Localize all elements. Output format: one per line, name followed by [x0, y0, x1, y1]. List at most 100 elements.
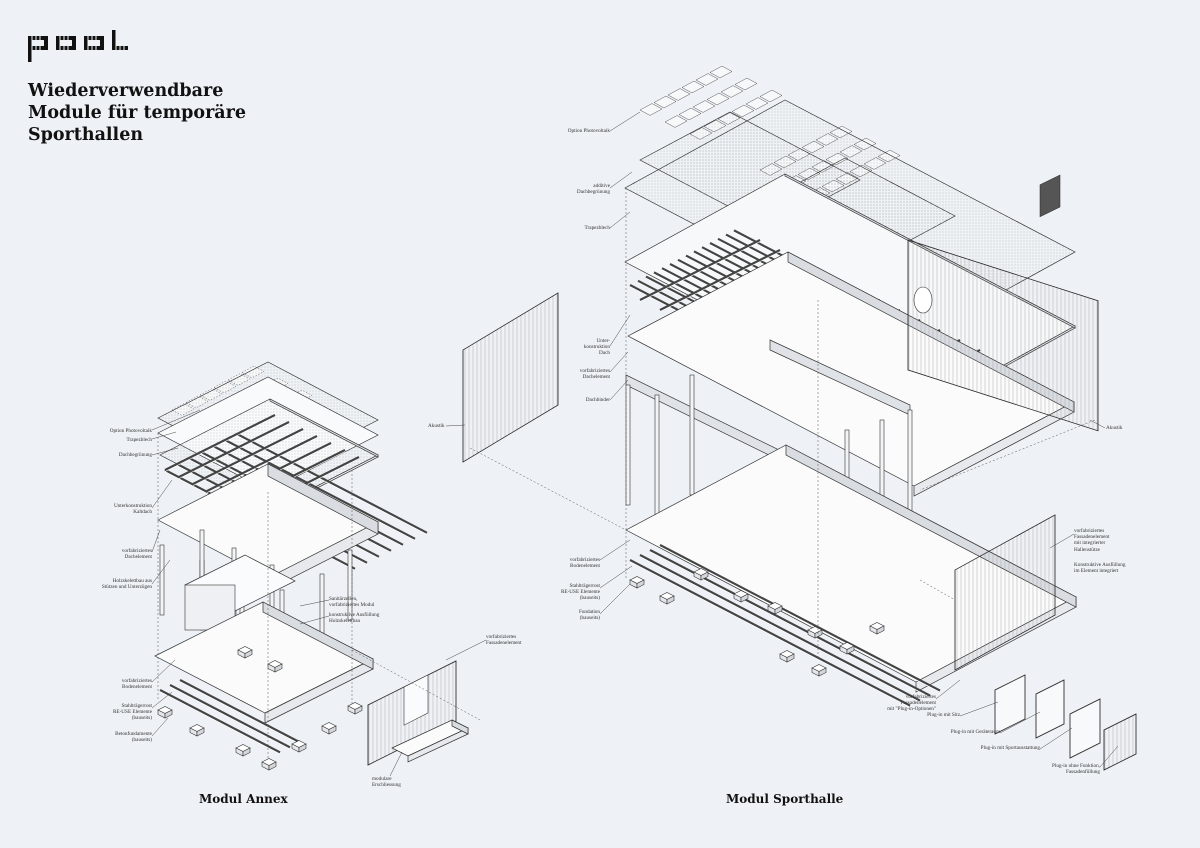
annex-leader-pv — [151, 409, 201, 431]
annex-foot-7-r — [244, 649, 253, 659]
halle-foot-6-r — [846, 645, 855, 655]
halle-post-1 — [654, 394, 660, 516]
annex-label-fassadenelement: vorfabriziertes Fassadenelement — [486, 634, 522, 647]
halle-label-bodenelement: vorfabriziertes Bodenelement — [569, 557, 600, 570]
halle-steel-hl-3 — [659, 546, 941, 693]
page-title: Wiederverwendbare Module für temporäre S… — [28, 80, 328, 146]
halle-plugin-ohne-outline — [1103, 713, 1137, 771]
annex-leader-boden — [151, 659, 176, 683]
halle-label-plugin-ohne: Plug-in ohne Funktion, Fassadenfüllung — [1052, 763, 1100, 776]
halle-label-photovoltaik: Option Photovoltaik — [567, 128, 610, 134]
annex-leader-uk — [151, 479, 173, 509]
halle-pv-a-5 — [709, 65, 733, 79]
annex-label-betonfundamente: Betonfundamente (bauseits) — [115, 731, 152, 744]
halle-pv-a-1 — [653, 95, 677, 109]
halle-steel-hl-1 — [639, 556, 921, 703]
halle-plugin-geraet-outline — [1035, 679, 1065, 739]
halle-plugin-ohne — [1103, 713, 1137, 771]
annex-facade-window — [403, 674, 429, 726]
halle-foot-4-r — [774, 605, 783, 615]
halle-post-2 — [689, 374, 695, 496]
annex-beam-y-0 — [164, 414, 276, 471]
halle-label-konstruktive-ausfuellung: Konstruktive Ausfüllung im Element integ… — [1074, 562, 1126, 575]
halle-leader-fund — [599, 583, 631, 615]
halle-leader-stahl — [599, 565, 633, 589]
halle-guide-akustik-r — [919, 419, 1096, 491]
annex-label-unterkonstruktion: Unterkonstruktion Kaltdach — [113, 503, 152, 516]
halle-akustik-window — [913, 286, 933, 314]
halle-label-unterkonstruktion: Unter- konstruktion Dach — [583, 338, 610, 357]
annex-beam-y-hl-1 — [178, 423, 290, 479]
annex-beam-y-2 — [192, 428, 304, 485]
halle-pv-b-2 — [692, 100, 716, 113]
halle-post-0 — [625, 384, 631, 506]
annex-label-holzskelettbau: Holzskelettbau aus Stützen und Unterzüge… — [101, 578, 152, 591]
halle-pv-a-2 — [667, 88, 691, 101]
annex-leader-green — [151, 447, 179, 456]
annex-steel-hl-2 — [179, 681, 301, 745]
halle-pv-a-4 — [695, 73, 719, 86]
title-line-2: Module für temporäre — [28, 103, 246, 123]
annex-leader-dach — [151, 529, 161, 553]
halle-pv-b-5 — [734, 77, 758, 91]
halle-steel-hl-0 — [629, 561, 911, 708]
title-line-1: Wiederverwendbare — [28, 81, 224, 101]
annex-leader-ersch — [389, 751, 403, 777]
halle-label-akustik-links: Akustik — [428, 423, 445, 429]
annex-beam-x-5 — [224, 439, 416, 540]
annex-beam-y-hl-2 — [192, 430, 304, 486]
annex-label-sanitaermodul: Sanitärzellen, vorfabriziertes Modul — [329, 596, 375, 609]
annex-steel-hl-0 — [159, 691, 281, 755]
halle-label-fassade-plugin: vorfabriziertes Fassadenelement mit "Plu… — [887, 694, 936, 713]
halle-guide-fassade — [919, 579, 956, 601]
annex-foot-5-r — [328, 725, 337, 735]
halle-label-fundation: Fundation (bauseits) — [578, 609, 600, 622]
halle-leader-fassade-plug — [935, 679, 961, 700]
halle-guide-akustik-l — [469, 447, 627, 531]
annex-dachelement-side-b — [267, 463, 379, 535]
caption-modul-annex: Modul Annex — [199, 792, 288, 806]
halle-plugin-sport-outline — [1069, 698, 1101, 759]
annex-leader-fassade — [445, 639, 487, 661]
halle-foot-7-r — [876, 625, 885, 635]
halle-leader-dach — [609, 351, 629, 373]
halle-leader-uk — [609, 314, 631, 347]
halle-leader-fassade-int — [1049, 533, 1075, 549]
annex-label-dachbegruenung: Dachbegrünung — [118, 452, 152, 458]
halle-leader-ohne — [1099, 745, 1119, 768]
annex-steel-0 — [159, 689, 281, 754]
halle-leader-boden — [599, 539, 631, 561]
halle-leader-green — [609, 171, 633, 189]
annex-leader-beton — [151, 717, 169, 737]
halle-label-dachbegruenung: additive Dachbegrünung — [576, 183, 610, 196]
halle-beam-b-0 — [639, 239, 761, 301]
annex-steel-2 — [179, 679, 301, 744]
annex-foot-6-r — [354, 705, 363, 715]
halle-label-stahltraeger: Stahlträgerrost RE-USE Elemente (bauseit… — [560, 583, 600, 602]
annex-post-0 — [159, 544, 165, 616]
halle-pv-b-3 — [706, 92, 730, 106]
annex-foot-2-r — [242, 747, 251, 757]
annex-label-erschliessung: modulare Erschliessung — [372, 776, 401, 789]
annex-guide-facade — [351, 649, 481, 721]
halle-foot-1-r — [666, 595, 675, 605]
halle-akustik-right-outline — [907, 239, 1099, 432]
annex-label-konstruktive-ausfuellung: konstruktive Ausfüllung Holzskelettbau — [329, 612, 380, 625]
halle-akustik-left-outline — [462, 292, 559, 463]
halle-fassade-integriert-outline — [954, 514, 1056, 671]
pool-logo: pool — [28, 30, 132, 66]
halle-pv-b-4 — [720, 85, 744, 98]
halle-leader-ak-l — [445, 424, 466, 427]
halle-leader-binder — [609, 379, 629, 401]
annex-label-photovoltaik: Option Photovoltaik — [109, 428, 152, 434]
halle-foot-0-r — [636, 579, 645, 589]
halle-foot-3-r — [740, 593, 749, 603]
halle-steel-3 — [659, 544, 941, 692]
halle-beam-b-hl-0 — [639, 241, 761, 302]
annex-green-side-b — [269, 398, 379, 458]
annex-beam-y-hl-3 — [206, 437, 318, 493]
halle-steel-1 — [639, 554, 921, 702]
annex-leader-stahl — [151, 691, 173, 709]
annex-foot-3-r — [268, 761, 277, 771]
